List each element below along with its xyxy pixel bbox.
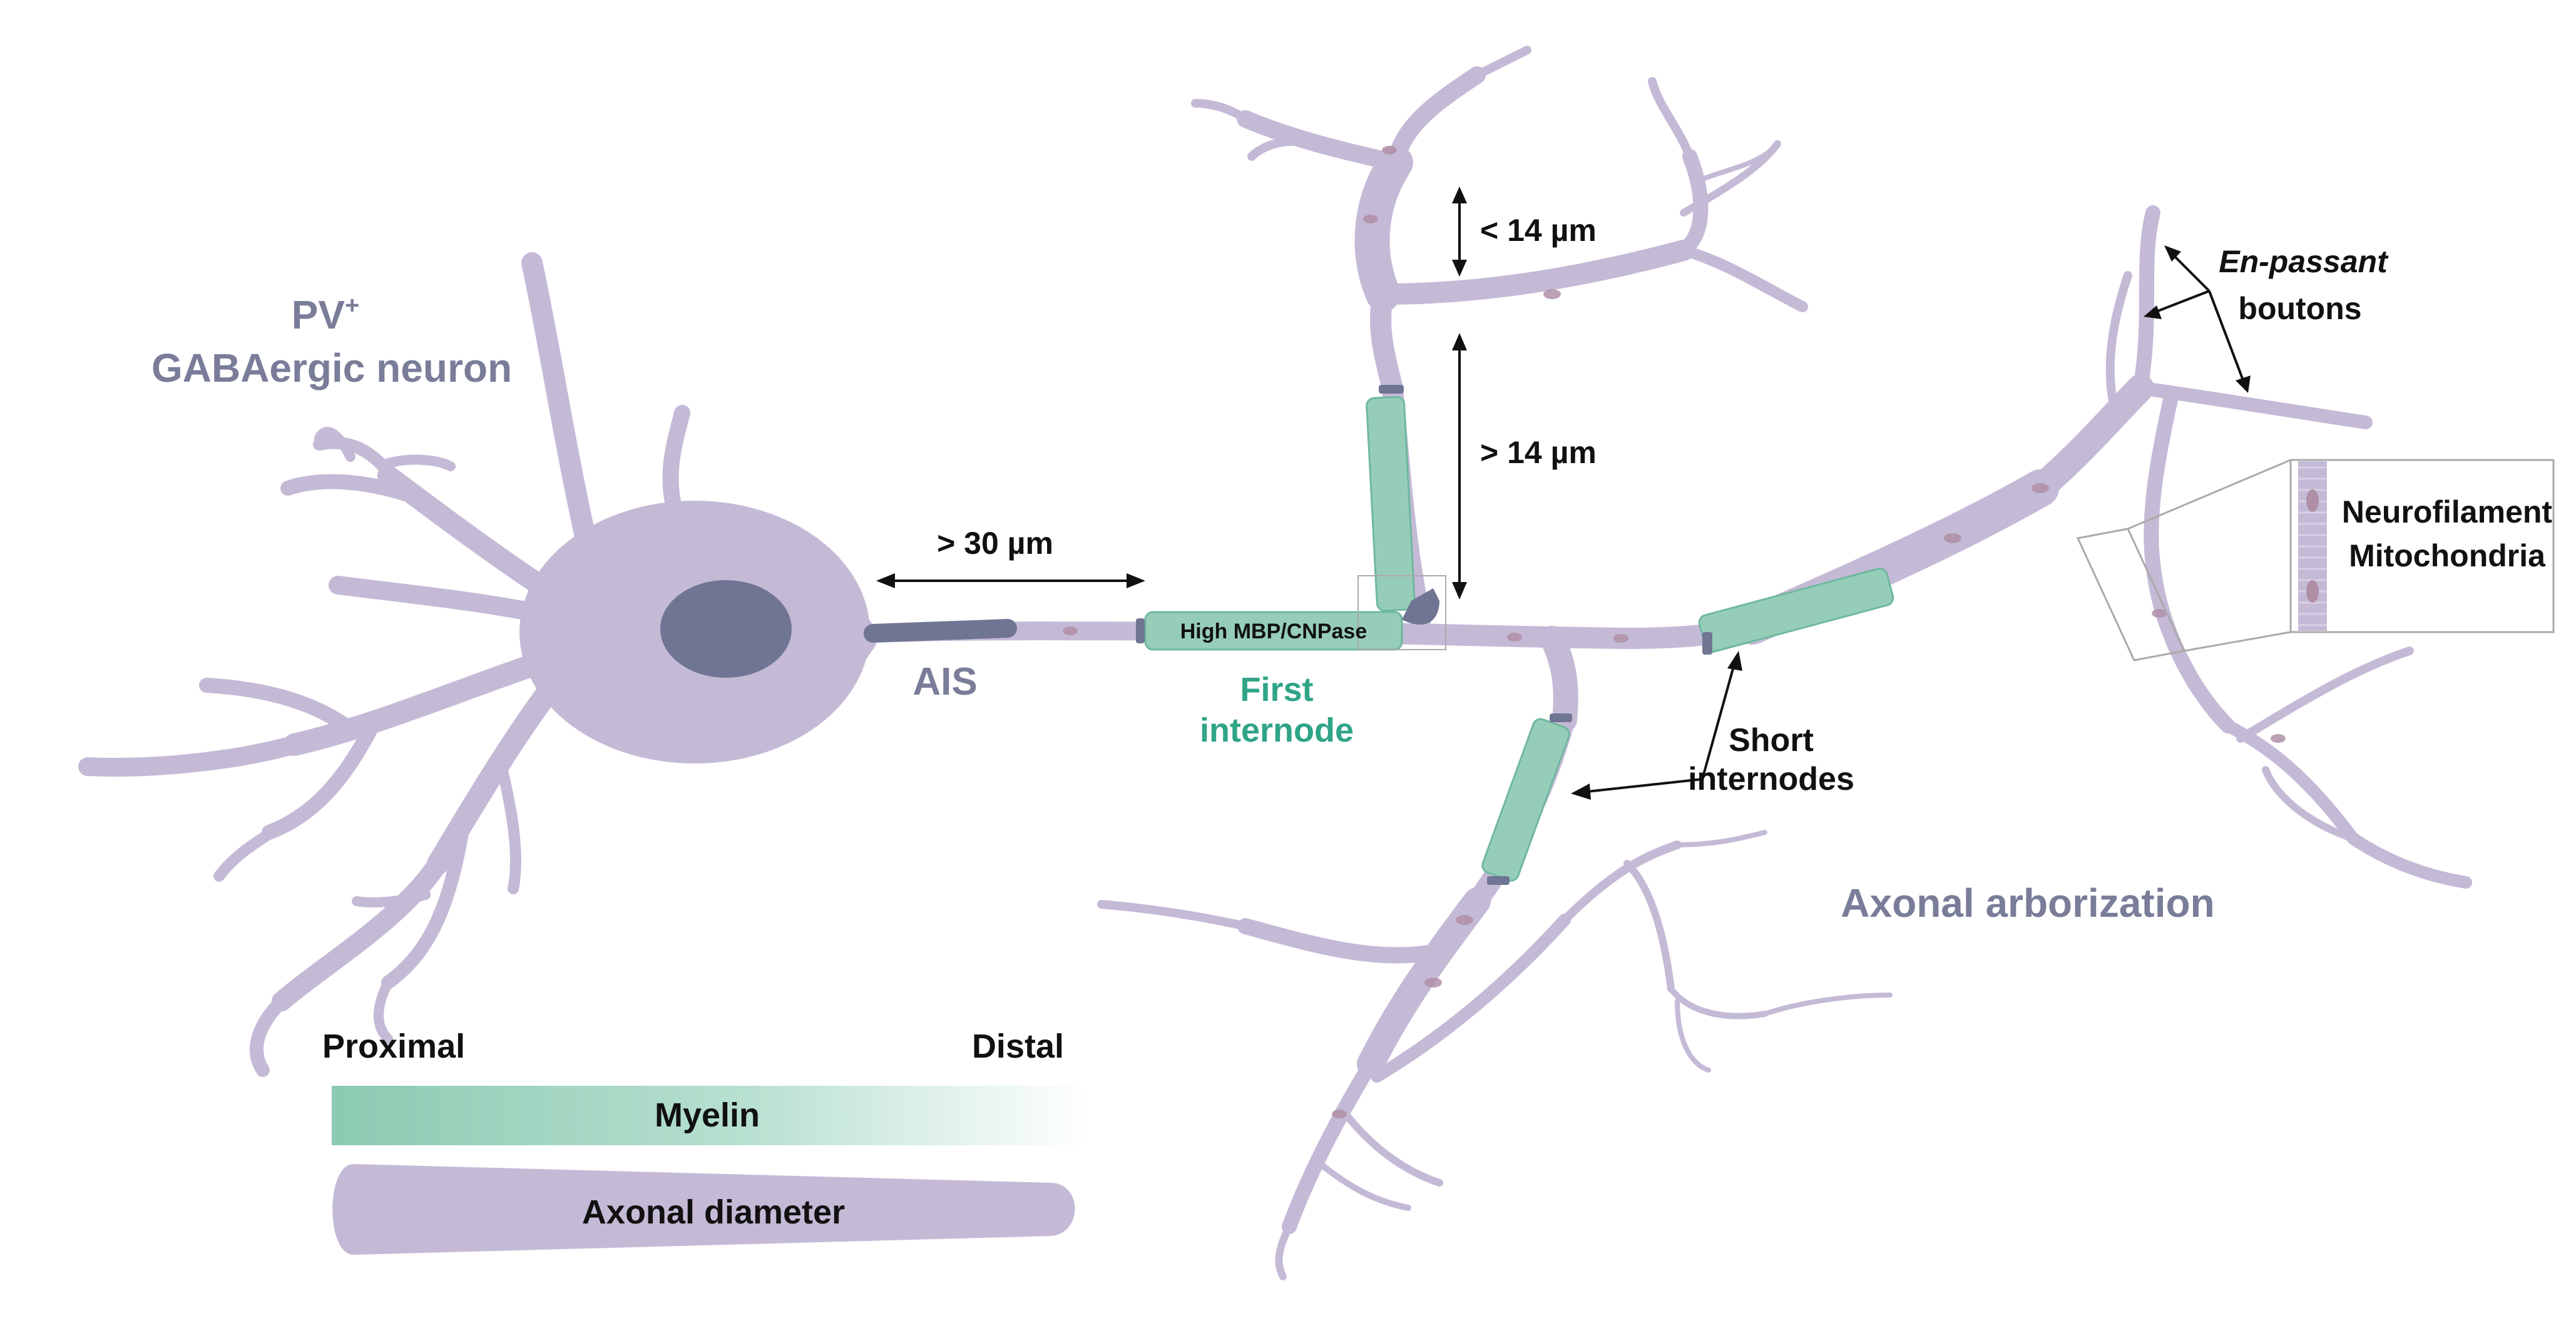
branch-zoom-box	[1357, 575, 1446, 650]
upper-branch	[1191, 46, 1808, 630]
boutons-label: boutons	[2238, 291, 2361, 326]
nucleus	[660, 580, 792, 678]
short-internode-right	[1698, 568, 1894, 653]
legend-proximal: Proximal	[322, 1028, 465, 1065]
short-internode-lower	[1481, 718, 1570, 882]
ais-segment	[864, 619, 1017, 643]
first-internode	[1144, 611, 1403, 651]
lt14-label: < 14 µm	[1480, 213, 1597, 248]
vertical-internode	[1366, 396, 1416, 612]
legend	[332, 1086, 1089, 1255]
axonal-diameter-bar	[332, 1164, 1075, 1255]
axonal-arborization-label: Axonal arborization	[1841, 881, 2214, 926]
legend-distal: Distal	[972, 1028, 1064, 1065]
axon-hillock	[814, 551, 876, 720]
short-internodes-label-2: internodes	[1688, 761, 1854, 797]
high-mbp-label: High MBP/CNPase	[1180, 620, 1367, 643]
neurofilament-label: Neurofilament	[2342, 494, 2553, 529]
soma-dendrites	[78, 252, 690, 1077]
neurofilament-inset	[2076, 459, 2555, 661]
first-internode-label-1: First	[1240, 671, 1313, 708]
arrows	[876, 186, 2251, 800]
legend-axonal-diameter: Axonal diameter	[582, 1193, 845, 1231]
gt30-label: > 30 µm	[937, 526, 1053, 561]
neuron-title-line1: PV+	[292, 292, 360, 337]
neuron-title-sup: +	[345, 292, 359, 319]
en-passant-label: En-passant	[2219, 244, 2389, 279]
nodes-of-ranvier	[1136, 385, 1712, 885]
myelin-gradient-bar	[332, 1086, 1089, 1145]
myelin-internodes	[1144, 396, 1894, 882]
short-internodes-label-1: Short	[1729, 722, 1814, 758]
legend-myelin: Myelin	[655, 1096, 760, 1134]
neuron-title-line2: GABAergic neuron	[151, 345, 512, 391]
text-labels: PV+ GABAergic neuron AIS High MBP/CNPase…	[151, 213, 2552, 1231]
gt14-label: > 14 µm	[1480, 435, 1597, 470]
mitochondria-marks	[1063, 146, 2286, 1118]
ais-label: AIS	[912, 660, 977, 703]
first-internode-label-2: internode	[1200, 712, 1354, 749]
mitochondria-label: Mitochondria	[2349, 538, 2546, 573]
